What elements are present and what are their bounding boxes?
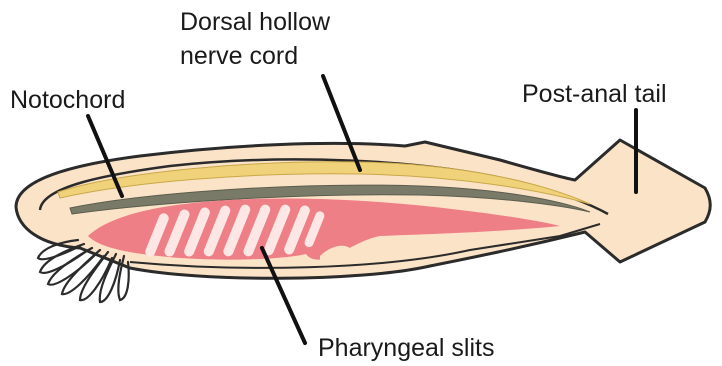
label-dorsal-line1: Dorsal hollow [180,8,331,36]
label-notochord: Notochord [10,86,125,114]
label-post-anal-tail: Post-anal tail [522,80,667,108]
label-pharyngeal-slits: Pharyngeal slits [318,334,494,362]
label-dorsal-line2: nerve cord [180,42,298,70]
